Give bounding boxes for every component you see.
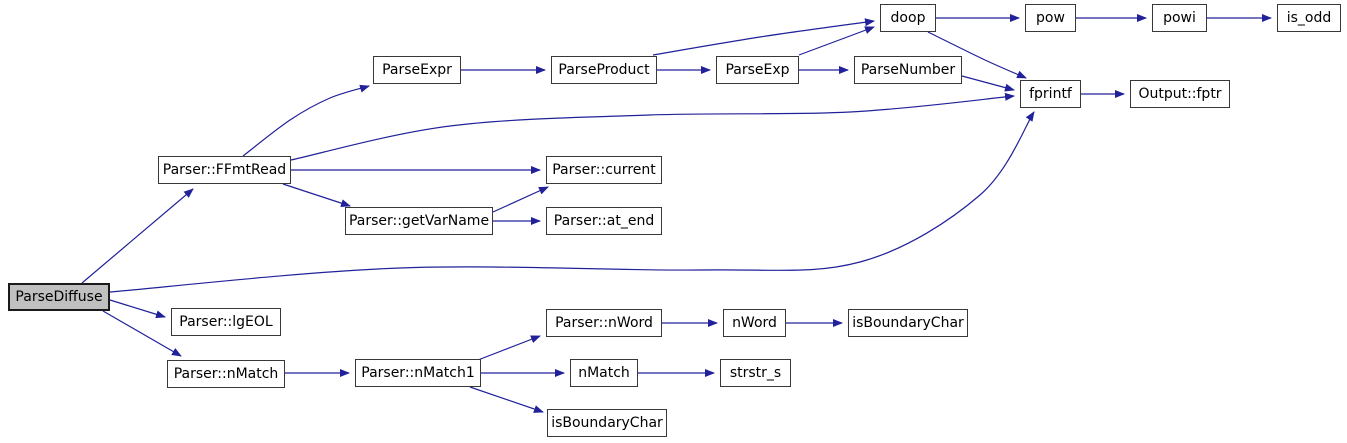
node-output-fptr[interactable]: Output::fptr bbox=[1130, 80, 1230, 108]
node-parse-diffuse: ParseDiffuse bbox=[8, 283, 110, 311]
node-parse-product[interactable]: ParseProduct bbox=[551, 56, 657, 84]
node-ffmtread[interactable]: Parser::FFmtRead bbox=[158, 156, 291, 184]
node-parse-number[interactable]: ParseNumber bbox=[854, 56, 962, 84]
node-doop[interactable]: doop bbox=[880, 4, 936, 32]
node-isboundarychar-2[interactable]: isBoundaryChar bbox=[547, 409, 667, 437]
node-strstr-s[interactable]: strstr_s bbox=[720, 359, 791, 387]
edge-parse-diffuse-to-lgeol bbox=[109, 299, 166, 319]
node-powi[interactable]: powi bbox=[1152, 4, 1207, 32]
edge-doop-to-fprintf bbox=[927, 31, 1027, 79]
node-parser-current[interactable]: Parser::current bbox=[546, 156, 662, 184]
edge-parse-exp-to-doop bbox=[798, 26, 875, 56]
edge-ffmtread-to-fprintf bbox=[290, 92, 1015, 161]
edge-parse-diffuse-to-parser-nmatch bbox=[102, 310, 182, 357]
node-nmatch[interactable]: nMatch bbox=[570, 359, 638, 387]
node-fprintf[interactable]: fprintf bbox=[1020, 80, 1081, 108]
edge-ffmtread-to-parse-expr bbox=[242, 84, 370, 157]
edge-getvarname-to-parser-current bbox=[492, 186, 549, 213]
node-parse-expr[interactable]: ParseExpr bbox=[373, 56, 461, 84]
node-parser-nword[interactable]: Parser::nWord bbox=[546, 309, 662, 337]
node-nword[interactable]: nWord bbox=[723, 309, 786, 337]
node-parser-nmatch[interactable]: Parser::nMatch bbox=[167, 360, 285, 388]
node-pow[interactable]: pow bbox=[1025, 4, 1076, 32]
node-getvarname[interactable]: Parser::getVarName bbox=[345, 207, 493, 235]
node-is-odd[interactable]: is_odd bbox=[1277, 4, 1341, 32]
edge-nmatch1-to-isboundarychar-2 bbox=[469, 386, 544, 413]
edge-nmatch1-to-parser-nword bbox=[477, 335, 541, 361]
node-nmatch1[interactable]: Parser::nMatch1 bbox=[355, 359, 481, 387]
edge-ffmtread-to-getvarname bbox=[282, 183, 351, 207]
edge-parse-diffuse-to-ffmtread bbox=[81, 188, 194, 284]
node-isboundarychar-1[interactable]: isBoundaryChar bbox=[848, 309, 968, 337]
edge-parse-diffuse-to-fprintf bbox=[109, 111, 1035, 293]
node-lgeol[interactable]: Parser::lgEOL bbox=[171, 308, 281, 336]
node-at-end[interactable]: Parser::at_end bbox=[546, 207, 662, 235]
node-parse-exp[interactable]: ParseExp bbox=[716, 56, 799, 84]
edge-parse-product-to-doop bbox=[652, 18, 875, 56]
edge-parse-number-to-fprintf bbox=[961, 75, 1015, 92]
